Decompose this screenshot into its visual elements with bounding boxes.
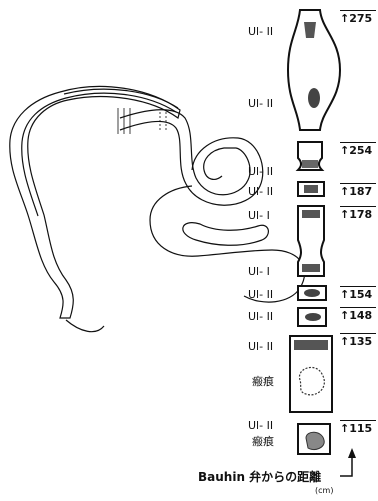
distance-arrow <box>340 448 356 476</box>
distance-caption: Bauhin 弁からの距離 <box>198 468 321 485</box>
distance-mark: ↑254 <box>340 142 376 157</box>
scar-label: 瘢痕 <box>252 436 274 448</box>
ulcer-label: Ul- II <box>248 341 273 353</box>
ulcer-label: Ul- II <box>248 166 273 178</box>
distance-mark: ↑187 <box>340 183 376 198</box>
distance-mark: ↑148 <box>340 307 376 322</box>
distance-mark: ↑115 <box>340 420 376 435</box>
ulcer-label: Ul- II <box>248 420 273 432</box>
ulcer-label: Ul- I <box>248 266 270 278</box>
ulcer-label: Ul- II <box>248 311 273 323</box>
distance-mark: ↑275 <box>340 10 376 25</box>
distance-mark: ↑178 <box>340 206 376 221</box>
distance-mark: ↑135 <box>340 333 376 348</box>
ulcer-label: Ul- II <box>248 289 273 301</box>
distance-mark: ↑154 <box>340 286 376 301</box>
ulcer-label: Ul- II <box>248 186 273 198</box>
specimen-segments <box>288 10 340 454</box>
ulcer-label: Ul- II <box>248 26 273 38</box>
ulcer-label: Ul- II <box>248 98 273 110</box>
scar-label: 瘢痕 <box>252 376 274 388</box>
ulcer-label: Ul- I <box>248 210 270 222</box>
distance-unit: (cm) <box>315 486 333 495</box>
